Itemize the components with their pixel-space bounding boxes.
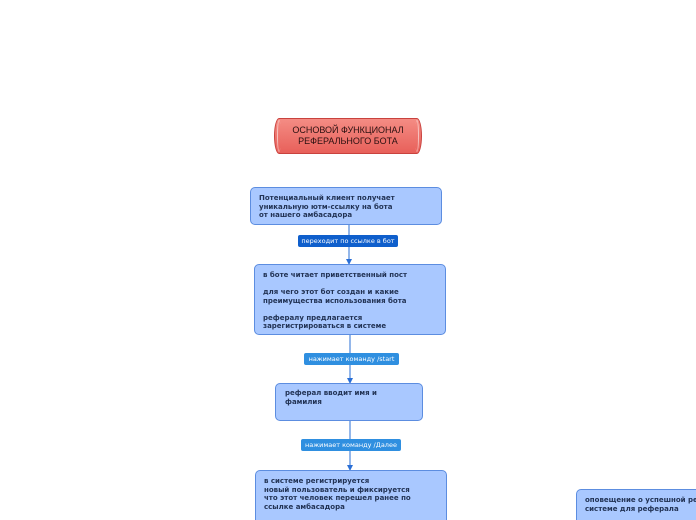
topic-node-welcome-post[interactable]: в боте читает приветственный пост для че…: [254, 264, 446, 335]
edge-label-start-command[interactable]: нажимает команду /start: [304, 353, 399, 365]
topic-node-user-registered[interactable]: в системе регистрируется новый пользоват…: [255, 470, 447, 520]
edge-label-follow-link[interactable]: переходит по ссылке в бот: [298, 235, 398, 247]
central-topic-label: ОСНОВОЙ ФУНКЦИОНАЛ РЕФЕРАЛЬНОГО БОТА: [292, 125, 404, 146]
topic-node-utm-link[interactable]: Потенциальный клиент получает уникальную…: [250, 187, 442, 225]
topic-node-enter-name[interactable]: реферал вводит имя и фамилия: [275, 383, 423, 421]
topic-node-success-notification[interactable]: оповещение о успешной ре системе для реф…: [576, 489, 696, 520]
edge-label-next-command[interactable]: нажимает команду /Далее: [301, 439, 401, 451]
central-topic-node[interactable]: ОСНОВОЙ ФУНКЦИОНАЛ РЕФЕРАЛЬНОГО БОТА: [274, 118, 422, 154]
